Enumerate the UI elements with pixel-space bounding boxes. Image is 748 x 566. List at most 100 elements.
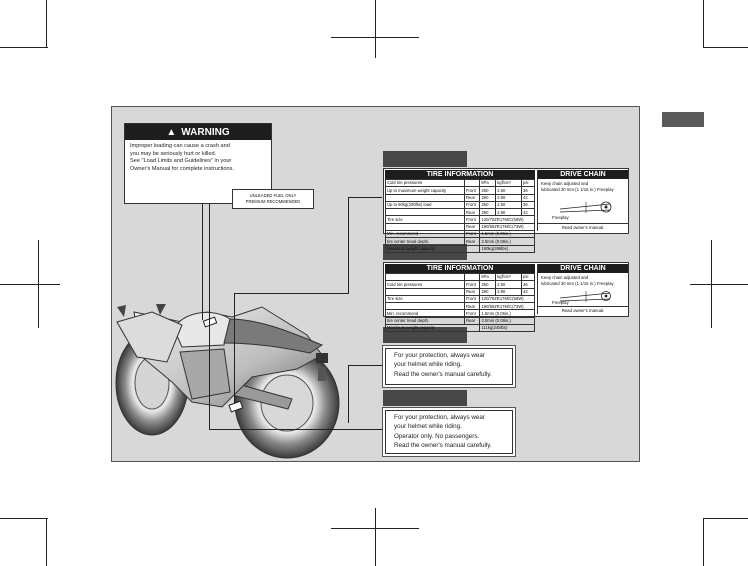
table-row: Up to 90kg(200lbs) load Front 250 2.50 3… <box>385 200 535 210</box>
helmet-label: For your protection, always wear your he… <box>385 348 513 385</box>
table-cell <box>463 178 481 188</box>
table-cell: 250 <box>479 186 497 195</box>
tire-info-table: kPa kgf/cm² psi Cold tire pressures Fron… <box>384 272 535 333</box>
warning-line: Improper loading can cause a crash and <box>130 143 230 149</box>
table-cell: 290 <box>479 208 497 217</box>
freeplay-label: Freeplay <box>552 300 569 305</box>
table-cell: Maximum weight capacity <box>384 324 481 333</box>
table-row: Maximum weight capacity 180kg(396lbs) <box>384 244 535 253</box>
table-cell: 2.90 <box>495 287 523 296</box>
helmet-line: Read the owner's manual carefully. <box>394 370 492 378</box>
table-cell: Front <box>463 309 481 318</box>
fuel-label: UNLEADED FUEL ONLY PREMIUM RECOMMENDED <box>232 189 314 209</box>
table-cell: Front <box>463 200 481 210</box>
table-cell: Rear <box>463 287 481 296</box>
helmet-line: your helmet while riding. <box>394 423 462 431</box>
table-row: Rear 290 2.90 42 <box>385 287 535 296</box>
table-cell: Front <box>463 230 481 239</box>
table-cell: 290 <box>479 193 497 202</box>
warning-line: Owner's Manual for complete instructions… <box>130 165 234 172</box>
chain-line: Keep chain adjusted and <box>541 181 589 186</box>
table-cell: Cold tire pressures <box>385 178 465 188</box>
table-cell <box>463 272 481 282</box>
table-row: Tire size Front 120/70ZR17M/C(58W) <box>385 215 535 224</box>
crop-mark <box>375 0 376 58</box>
table-cell: 2.90 <box>495 208 523 217</box>
table-row: tire center tread depth. Rear 2.0mm (0.0… <box>385 237 535 246</box>
table-cell: 36 <box>521 200 535 210</box>
chain-line: lubricated 30 mm (1 1/16 in.) Freeplay <box>541 187 614 192</box>
table-cell: 42 <box>521 208 535 217</box>
table-row: Rear 290 2.90 42 <box>385 208 535 217</box>
table-cell: kPa <box>479 178 497 188</box>
table-cell: Rear <box>463 316 481 326</box>
table-cell: Rear <box>463 237 481 246</box>
leader-line <box>348 365 382 366</box>
helmet-line: Read the owner's manual carefully. <box>394 442 492 450</box>
warning-line: you may be seriously hurt or killed. <box>130 150 217 157</box>
table-cell <box>385 193 465 202</box>
drive-chain-title: DRIVE CHAIN <box>538 264 628 273</box>
fuel-line: PREMIUM RECOMMENDED <box>245 199 301 204</box>
label-illustration: ▲ WARNING Improper loading can cause a c… <box>111 106 640 462</box>
table-cell: Min. recommend <box>385 309 465 318</box>
table-row: Up to maximum weight capacity Front 250 … <box>385 186 535 195</box>
table-cell <box>385 208 465 217</box>
table-row: Cold tire pressures Front 250 2.50 36 <box>385 280 535 289</box>
tire-info-label: TIRE INFORMATION kPa kgf/cm² psi Cold ti… <box>383 262 629 333</box>
section-tab-marker <box>662 112 704 127</box>
warning-heading: WARNING <box>181 126 230 138</box>
drive-chain-footer: Read owner's manual. <box>538 223 628 231</box>
table-cell: 120/70ZR17M/C(58W) <box>479 294 535 304</box>
chain-line: lubricated 30 mm (1 1/16 in.) Freeplay <box>541 281 614 286</box>
table-cell: tire center tread depth. <box>385 316 465 326</box>
warning-text: Improper loading can cause a crash and y… <box>125 140 271 173</box>
table-cell: Front <box>463 280 481 289</box>
table-cell: 190/50ZR17M/C(73W) <box>479 222 535 232</box>
table-row: Rear 290 2.90 42 <box>385 193 535 202</box>
table-cell <box>385 302 465 311</box>
leader-line <box>209 429 383 430</box>
table-cell: Min. recommend <box>385 230 465 239</box>
table-row: Maximum weight capacity 111kg(245lbs) <box>384 324 535 333</box>
crop-mark <box>46 518 47 566</box>
label-group-header <box>383 390 467 406</box>
warning-triangle-icon: ▲ <box>166 126 177 138</box>
table-cell: 250 <box>479 200 497 210</box>
table-cell: kgf/cm² <box>495 178 523 188</box>
table-cell: Up to maximum weight capacity <box>385 186 465 195</box>
warning-label: ▲ WARNING Improper loading can cause a c… <box>124 123 272 204</box>
table-cell: kPa <box>479 272 497 282</box>
table-cell: Rear <box>463 208 481 217</box>
drive-chain-panel: DRIVE CHAIN Keep chain adjusted and lubr… <box>537 170 628 231</box>
table-row: Cold tire pressures kPa kgf/cm² psi <box>385 178 535 188</box>
drive-chain-text: Keep chain adjusted and lubricated 30 mm… <box>538 273 628 289</box>
chain-diagram-icon <box>559 291 611 302</box>
table-row: Min. recommend Front 1.5mm (0.06in.) <box>385 309 535 318</box>
table-cell: Front <box>463 215 481 224</box>
leader-line <box>209 320 210 430</box>
helmet-line: Operator only. No passengers. <box>394 432 480 440</box>
table-cell: 290 <box>479 287 497 296</box>
fuel-line: UNLEADED FUEL ONLY <box>249 193 297 198</box>
table-cell <box>385 287 465 296</box>
table-cell: 2.0mm (0.08in.) <box>479 316 535 326</box>
table-row: Tire size Front 120/70ZR17M/C(58W) <box>385 294 535 304</box>
table-cell: psi <box>521 178 535 188</box>
table-cell: kgf/cm² <box>495 272 523 282</box>
crop-mark <box>375 508 376 566</box>
crop-mark <box>46 0 47 48</box>
table-cell: 180kg(396lbs) <box>479 244 535 253</box>
table-cell: 111kg(245lbs) <box>479 324 535 333</box>
label-group-header <box>383 151 467 167</box>
tire-info-title: TIRE INFORMATION <box>385 264 535 273</box>
tire-info-table: Cold tire pressures kPa kgf/cm² psi Up t… <box>384 178 535 253</box>
table-cell: 1.5mm (0.06in.) <box>479 309 535 318</box>
table-cell: tire center tread depth. <box>385 237 465 246</box>
crop-mark <box>0 284 60 285</box>
chain-line: Keep chain adjusted and <box>541 275 589 280</box>
warning-line: See "Load Limits and Guidelines" in your <box>130 158 232 165</box>
table-cell: psi <box>521 272 535 282</box>
table-cell: Rear <box>463 222 481 232</box>
leader-line <box>234 293 235 403</box>
